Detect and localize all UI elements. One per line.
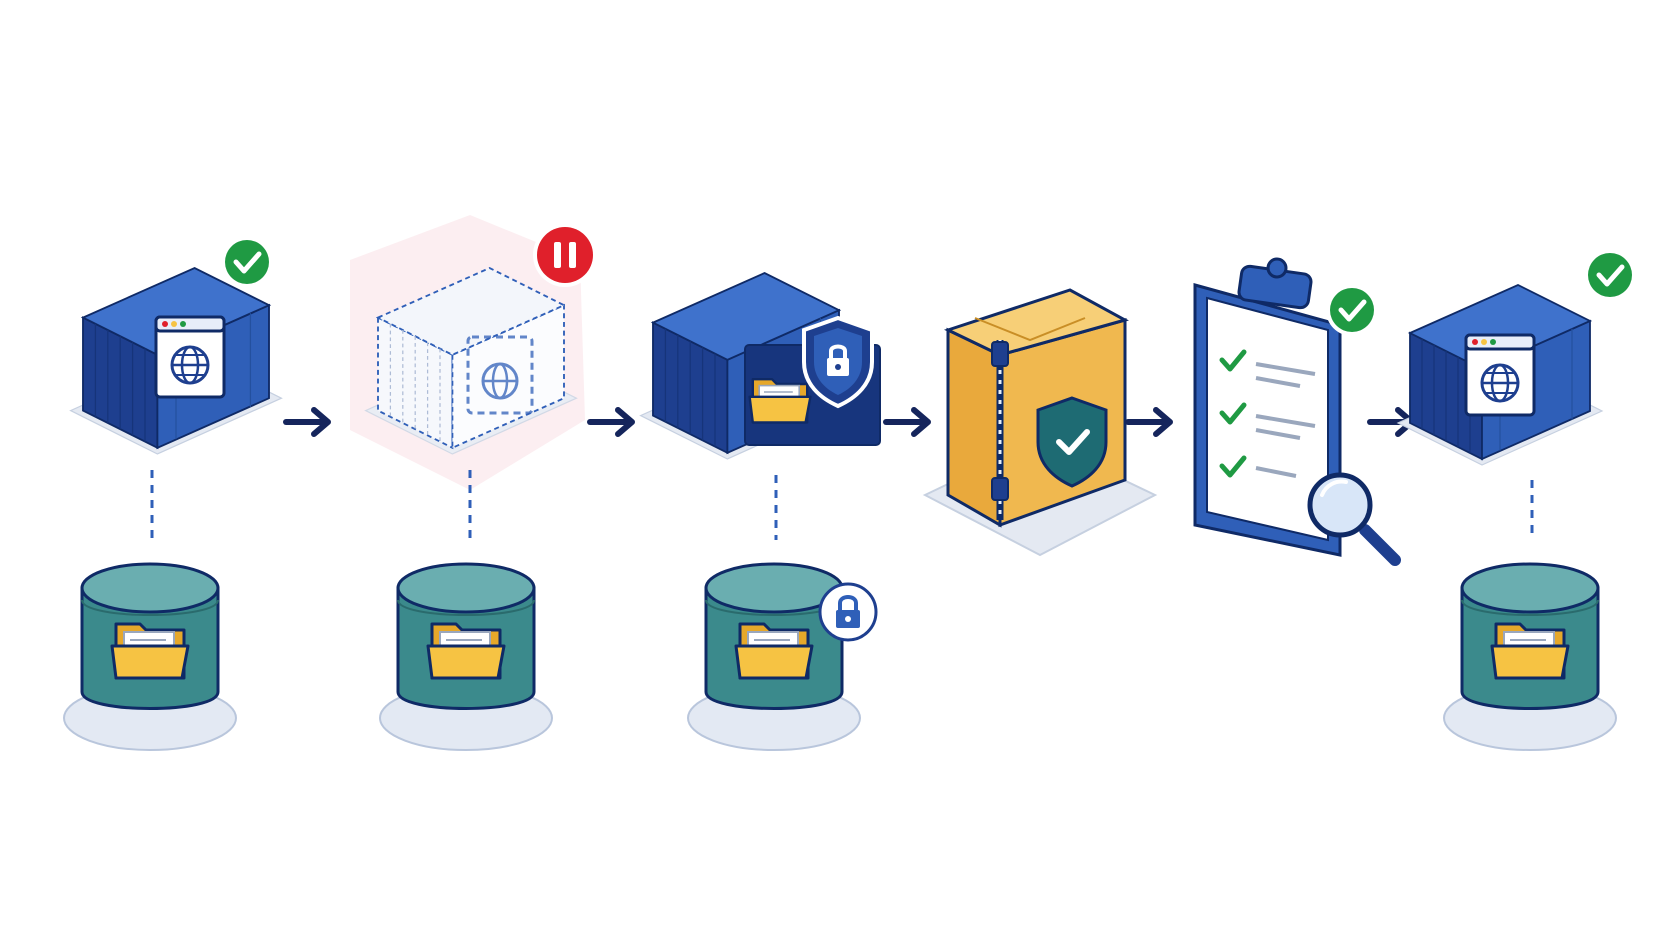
folder-icon — [1490, 622, 1570, 680]
magnifier-icon — [1307, 472, 1401, 566]
globe-window-icon — [1464, 333, 1536, 417]
check-circle-icon — [1584, 249, 1636, 301]
folder-icon — [748, 378, 812, 424]
checklist-icon — [1219, 349, 1316, 478]
globe-window-icon — [154, 315, 226, 399]
shield-check-icon — [1036, 396, 1108, 488]
lock-circle-icon — [818, 582, 878, 642]
arrow-right-icon — [590, 410, 632, 434]
arrow-right-icon — [286, 410, 328, 434]
check-circle-icon — [1326, 284, 1378, 336]
arrow-right-icon — [1128, 410, 1170, 434]
arrow-right-icon — [886, 410, 928, 434]
zipper-icon — [991, 340, 1009, 520]
folder-icon — [734, 622, 814, 680]
folder-icon — [110, 622, 190, 680]
globe-window-icon — [466, 335, 534, 415]
check-circle-icon — [221, 236, 273, 288]
pause-circle-icon — [533, 223, 597, 287]
folder-icon — [426, 622, 506, 680]
